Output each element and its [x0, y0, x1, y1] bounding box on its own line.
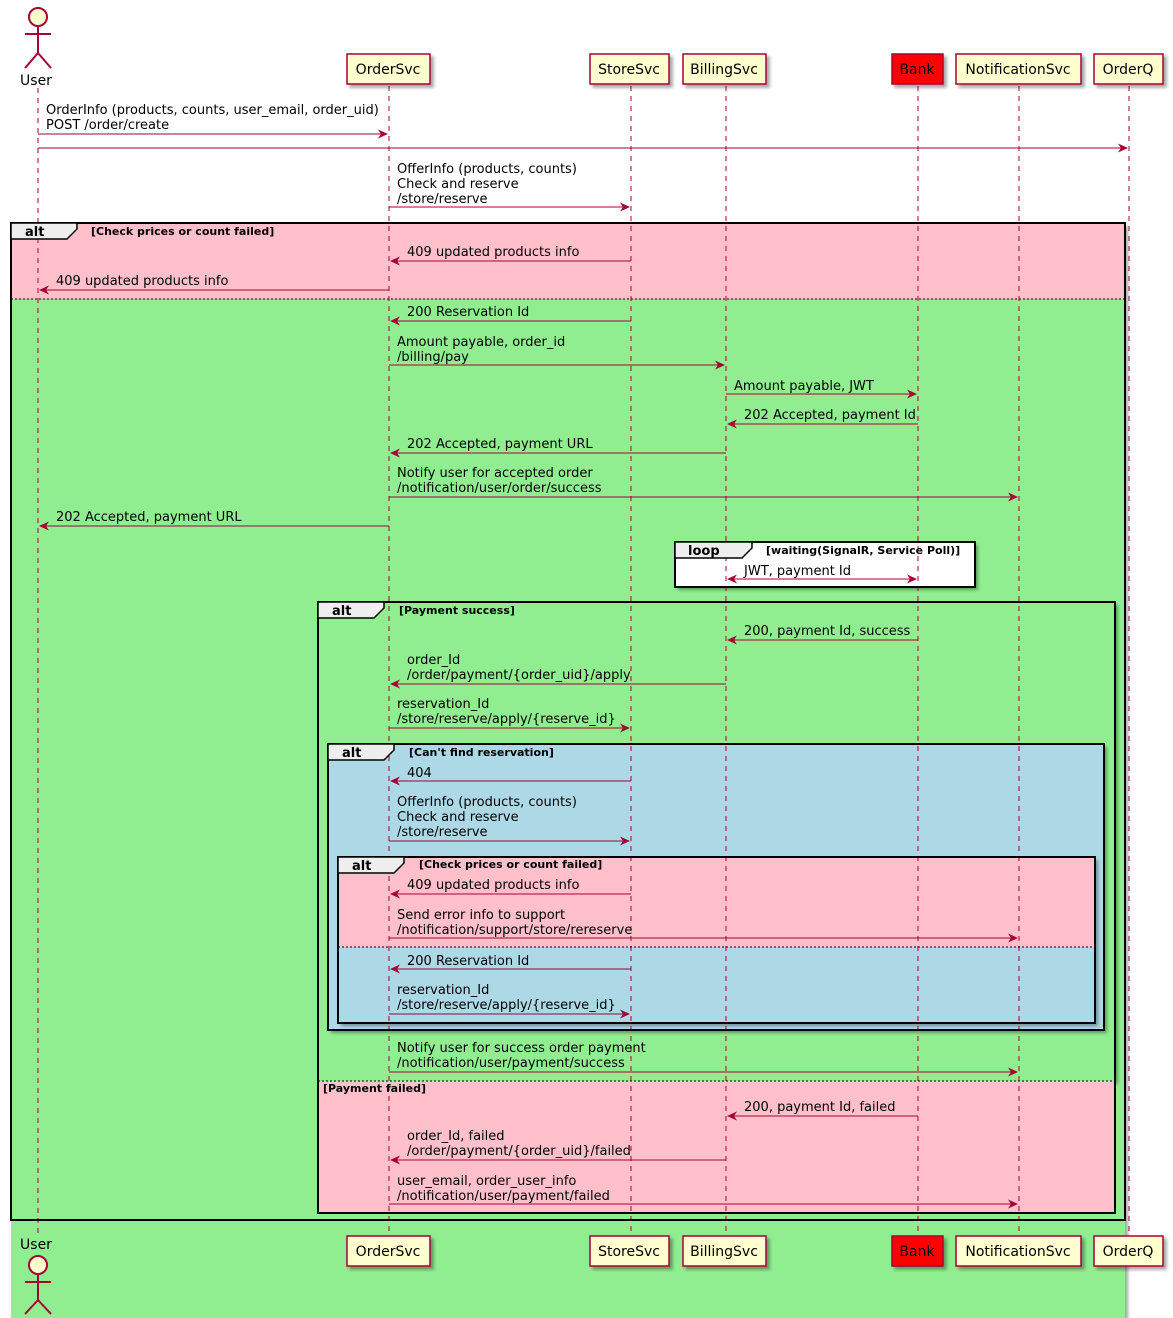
- message-label: order_Id, failed: [407, 1129, 505, 1144]
- message-label: /store/reserve/apply/{reserve_id}: [397, 998, 616, 1013]
- message-label: /notification/user/payment/success: [397, 1056, 625, 1071]
- message-label: Check and reserve: [397, 177, 519, 192]
- guard-waiting: [waiting(SignalR, Service Poll)]: [766, 544, 960, 557]
- message-label: Send error info to support: [397, 908, 565, 923]
- message-label: Notify user for accepted order: [397, 466, 593, 481]
- message-label: OfferInfo (products, counts): [397, 162, 577, 177]
- participant-orderq-label: OrderQ: [1103, 62, 1154, 78]
- participant-orderq-bottom: OrderQ: [1093, 1235, 1164, 1267]
- guard-payment-failed: [Payment failed]: [323, 1082, 426, 1095]
- participant-storesvc-label: StoreSvc: [598, 1244, 660, 1260]
- actor-user-bottom: User: [20, 1237, 52, 1315]
- message-label: Check and reserve: [397, 810, 519, 825]
- message-label: user_email, order_user_info: [397, 1174, 576, 1189]
- message-label: /notification/user/payment/failed: [397, 1189, 610, 1204]
- alt-label: alt: [332, 604, 351, 619]
- participant-ordersvc-bottom: OrderSvc: [346, 1235, 431, 1267]
- message-label: 200, payment Id, failed: [744, 1100, 896, 1115]
- message-label: 200 Reservation Id: [407, 305, 529, 320]
- message-label: 202 Accepted, payment URL: [407, 437, 593, 452]
- lifelines: [37, 86, 1130, 1236]
- participant-billingsvc-label: BillingSvc: [690, 1244, 758, 1260]
- participant-bank-top: Bank: [891, 53, 944, 85]
- participant-notificationsvc-bottom: NotificationSvc: [955, 1235, 1082, 1267]
- message-label: order_Id: [407, 653, 460, 668]
- message-label: /notification/user/order/success: [397, 481, 602, 496]
- participant-bank-bottom: Bank: [891, 1235, 944, 1267]
- message-label: /store/reserve: [397, 192, 488, 207]
- message-label: 409 updated products info: [407, 245, 579, 260]
- participant-ordersvc-label: OrderSvc: [356, 1244, 421, 1260]
- participant-orderq-top: OrderQ: [1093, 53, 1164, 85]
- message-label: 200 Reservation Id: [407, 954, 529, 969]
- participant-billingsvc-bottom: BillingSvc: [682, 1235, 767, 1267]
- message-label: Amount payable, JWT: [734, 379, 874, 394]
- message-label: /store/reserve: [397, 825, 488, 840]
- guard-payment-success: [Payment success]: [399, 604, 515, 617]
- actor-user-top: User: [20, 7, 52, 89]
- participant-ordersvc-top: OrderSvc: [346, 53, 431, 85]
- message-label: 202 Accepted, payment Id: [744, 408, 916, 423]
- participant-user-label: User: [20, 73, 52, 89]
- loop-label: loop: [688, 544, 720, 559]
- message-label: /billing/pay: [397, 350, 469, 365]
- participant-notificationsvc-top: NotificationSvc: [955, 53, 1082, 85]
- alt-label: alt: [25, 225, 44, 240]
- alt-label: alt: [342, 746, 361, 761]
- participant-ordersvc-label: OrderSvc: [356, 62, 421, 78]
- message-label: JWT, payment Id: [743, 564, 851, 579]
- participant-notificationsvc-label: NotificationSvc: [965, 62, 1070, 78]
- guard-check-prices: [Check prices or count failed]: [91, 225, 274, 238]
- message-label: reservation_Id: [397, 697, 489, 712]
- message-label: OfferInfo (products, counts): [397, 795, 577, 810]
- participant-storesvc-bottom: StoreSvc: [589, 1235, 670, 1267]
- message-label: 200, payment Id, success: [744, 624, 911, 639]
- message-label: /store/reserve/apply/{reserve_id}: [397, 712, 616, 727]
- participant-storesvc-top: StoreSvc: [589, 53, 670, 85]
- participant-billingsvc-label: BillingSvc: [690, 62, 758, 78]
- fragment-alt-check-prices-inner: [338, 857, 1095, 1023]
- message-label: /notification/support/store/rereserve: [397, 923, 632, 938]
- guard-cant-find-reservation: [Can't find reservation]: [409, 746, 554, 759]
- message-label: POST /order/create: [46, 118, 169, 133]
- message-label: OrderInfo (products, counts, user_email,…: [46, 103, 379, 118]
- arrow-heads: [39, 129, 1128, 1209]
- message-label: Notify user for success order payment: [397, 1041, 646, 1056]
- message-label: reservation_Id: [397, 983, 489, 998]
- message-label: /order/payment/{order_uid}/apply: [407, 668, 631, 683]
- participant-orderq-label: OrderQ: [1103, 1244, 1154, 1260]
- guard-check-prices-inner: [Check prices or count failed]: [419, 858, 602, 871]
- message-arrows: [38, 133, 1127, 1205]
- participant-notificationsvc-label: NotificationSvc: [965, 1244, 1070, 1260]
- message-label: 409 updated products info: [407, 878, 579, 893]
- message-label: 202 Accepted, payment URL: [56, 510, 242, 525]
- message-label: /order/payment/{order_uid}/failed: [407, 1144, 631, 1159]
- message-label: 409 updated products info: [56, 274, 228, 289]
- message-label: Amount payable, order_id: [397, 335, 565, 350]
- participant-billingsvc-top: BillingSvc: [682, 53, 767, 85]
- participant-storesvc-label: StoreSvc: [598, 62, 660, 78]
- participant-bank-label: Bank: [899, 62, 935, 78]
- participant-user-label: User: [20, 1237, 52, 1253]
- alt-label: alt: [352, 859, 371, 874]
- message-label: 404: [407, 766, 432, 781]
- participant-bank-label: Bank: [899, 1244, 935, 1260]
